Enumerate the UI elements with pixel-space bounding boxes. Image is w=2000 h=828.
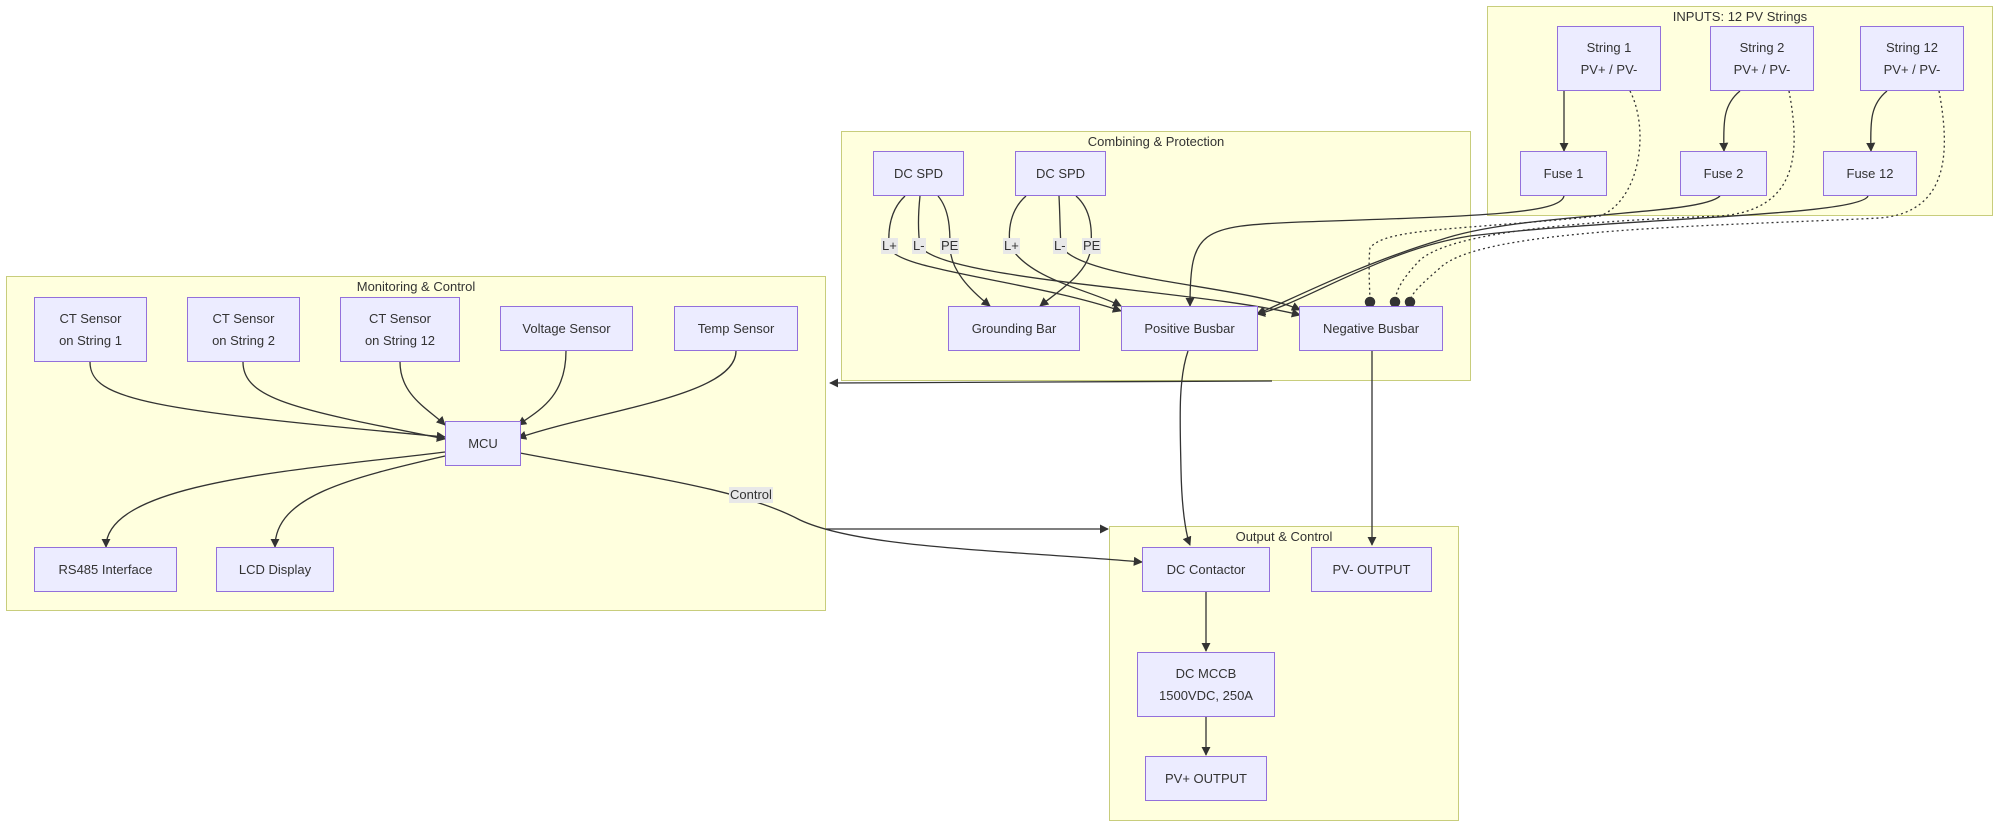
node-mcu: MCU: [445, 421, 521, 466]
node-fuse12-label: Fuse 12: [1846, 165, 1894, 181]
edge-fuse1-positive-busbar: [1185, 195, 1565, 307]
edge-spd2-lplus: [1008, 195, 1122, 307]
node-pv-minus-output-label: PV- OUTPUT: [1332, 561, 1411, 577]
node-negative-busbar-label: Negative Busbar: [1322, 320, 1420, 336]
node-dc-mccb: DC MCCB 1500VDC, 250A: [1137, 652, 1275, 717]
node-pv-plus-output: PV+ OUTPUT: [1145, 756, 1267, 801]
edge-label-spd1-pe: PE: [940, 238, 960, 254]
node-positive-busbar-label: Positive Busbar: [1144, 320, 1235, 336]
edge-string12-negative-busbar: [1404, 90, 1946, 308]
edge-ct12-mcu: [399, 361, 446, 426]
node-dc-contactor-label: DC Contactor: [1166, 561, 1246, 577]
node-mcu-label: MCU: [468, 435, 498, 451]
node-fuse1-label: Fuse 1: [1543, 165, 1584, 181]
node-dc-spd-2: DC SPD: [1015, 151, 1106, 196]
node-dc-spd-1-label: DC SPD: [893, 165, 944, 181]
edge-label-spd2-lplus: L+: [1003, 238, 1020, 254]
node-string12: String 12 PV+ / PV-: [1860, 26, 1964, 91]
node-fuse12: Fuse 12: [1823, 151, 1917, 196]
edge-label-spd1-lminus: L-: [912, 238, 926, 254]
cluster-title-output: Output & Control: [1235, 529, 1333, 544]
node-pv-plus-output-label: PV+ OUTPUT: [1165, 770, 1247, 786]
edge-string1-negative-busbar: [1364, 90, 1641, 308]
cluster-title-monitoring: Monitoring & Control: [356, 279, 476, 294]
node-ct-sensor-12-line2: on String 12: [364, 332, 436, 348]
edge-label-spd1-lplus: L+: [881, 238, 898, 254]
node-rs485-interface: RS485 Interface: [34, 547, 177, 592]
edge-spd1-lminus: [917, 195, 1301, 318]
node-negative-busbar: Negative Busbar: [1299, 306, 1443, 351]
cluster-title-inputs: INPUTS: 12 PV Strings: [1672, 9, 1808, 24]
node-string1-line2: PV+ / PV-: [1580, 61, 1638, 77]
node-string2-line1: String 2: [1739, 39, 1785, 55]
node-ct-sensor-2-line1: CT Sensor: [212, 310, 275, 326]
edge-mcu-dc-contactor: [519, 452, 1143, 566]
node-ct-sensor-1: CT Sensor on String 1: [34, 297, 147, 362]
edge-temp-sensor-mcu: [517, 350, 737, 440]
node-grounding-bar-label: Grounding Bar: [971, 320, 1057, 336]
node-ct-sensor-2: CT Sensor on String 2: [187, 297, 300, 362]
edge-mcu-rs485: [101, 451, 446, 548]
node-string2-line2: PV+ / PV-: [1733, 61, 1791, 77]
edge-string2-negative-busbar: [1389, 90, 1795, 308]
node-dc-spd-2-label: DC SPD: [1035, 165, 1086, 181]
node-ct-sensor-12: CT Sensor on String 12: [340, 297, 460, 362]
node-string2: String 2 PV+ / PV-: [1710, 26, 1814, 91]
node-dc-mccb-line2: 1500VDC, 250A: [1159, 687, 1253, 703]
node-string12-line2: PV+ / PV-: [1883, 61, 1941, 77]
node-dc-mccb-line1: DC MCCB: [1175, 665, 1237, 681]
node-ct-sensor-1-line1: CT Sensor: [59, 310, 122, 326]
node-dc-contactor: DC Contactor: [1142, 547, 1270, 592]
node-rs485-label: RS485 Interface: [58, 561, 153, 577]
node-dc-spd-1: DC SPD: [873, 151, 964, 196]
node-temp-sensor-label: Temp Sensor: [697, 320, 775, 336]
node-voltage-sensor-label: Voltage Sensor: [522, 320, 611, 336]
node-voltage-sensor: Voltage Sensor: [500, 306, 633, 351]
edge-spd2-lminus: [1058, 195, 1301, 311]
node-ct-sensor-12-line1: CT Sensor: [369, 310, 431, 326]
node-string1: String 1 PV+ / PV-: [1557, 26, 1661, 91]
edge-ct2-mcu: [242, 361, 446, 442]
edge-string2-fuse2: [1719, 90, 1741, 152]
node-lcd-label: LCD Display: [238, 561, 312, 577]
node-grounding-bar: Grounding Bar: [948, 306, 1080, 351]
edge-label-spd2-lminus: L-: [1053, 238, 1067, 254]
edge-fuse2-positive-busbar: [1256, 195, 1721, 315]
edge-voltage-sensor-mcu: [517, 350, 567, 426]
node-string1-line1: String 1: [1586, 39, 1632, 55]
node-lcd-display: LCD Display: [216, 547, 334, 592]
edge-combining-monitoring: [829, 378, 1273, 388]
node-string12-line1: String 12: [1885, 39, 1939, 55]
node-temp-sensor: Temp Sensor: [674, 306, 798, 351]
edge-fuse12-positive-busbar: [1256, 195, 1869, 317]
edge-label-control: Control: [729, 487, 773, 503]
edge-string12-fuse12: [1866, 90, 1888, 152]
node-fuse1: Fuse 1: [1520, 151, 1607, 196]
edge-positive-busbar-dc-contactor: [1179, 350, 1192, 546]
cluster-title-combining: Combining & Protection: [1087, 134, 1225, 149]
node-fuse2: Fuse 2: [1680, 151, 1767, 196]
node-pv-minus-output: PV- OUTPUT: [1311, 547, 1432, 592]
edge-ct1-mcu: [89, 361, 446, 441]
node-ct-sensor-2-line2: on String 2: [212, 332, 275, 348]
node-fuse2-label: Fuse 2: [1703, 165, 1744, 181]
node-ct-sensor-1-line2: on String 1: [59, 332, 122, 348]
edge-mcu-lcd: [270, 455, 446, 548]
node-positive-busbar: Positive Busbar: [1121, 306, 1258, 351]
edge-spd1-lplus: [888, 195, 1122, 313]
edge-label-spd2-pe: PE: [1082, 238, 1102, 254]
